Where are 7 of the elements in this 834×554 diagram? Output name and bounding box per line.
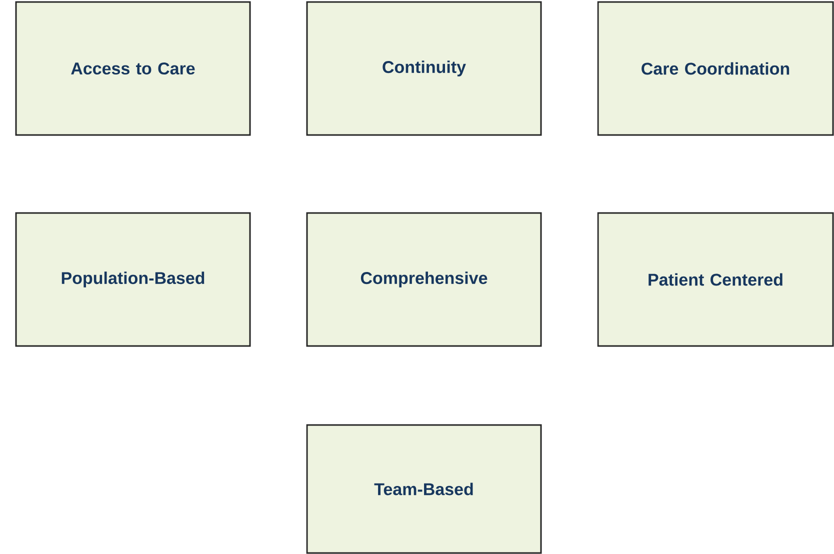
- text-box: Continuity: [306, 1, 542, 136]
- text-box: Patient Centered: [597, 212, 834, 347]
- text-box: Access to Care: [15, 1, 251, 136]
- text-box: Population-Based: [15, 212, 251, 347]
- text-box: Care Coordination: [597, 1, 834, 136]
- text-box: Team-Based: [306, 424, 542, 554]
- text-box: Comprehensive: [306, 212, 542, 347]
